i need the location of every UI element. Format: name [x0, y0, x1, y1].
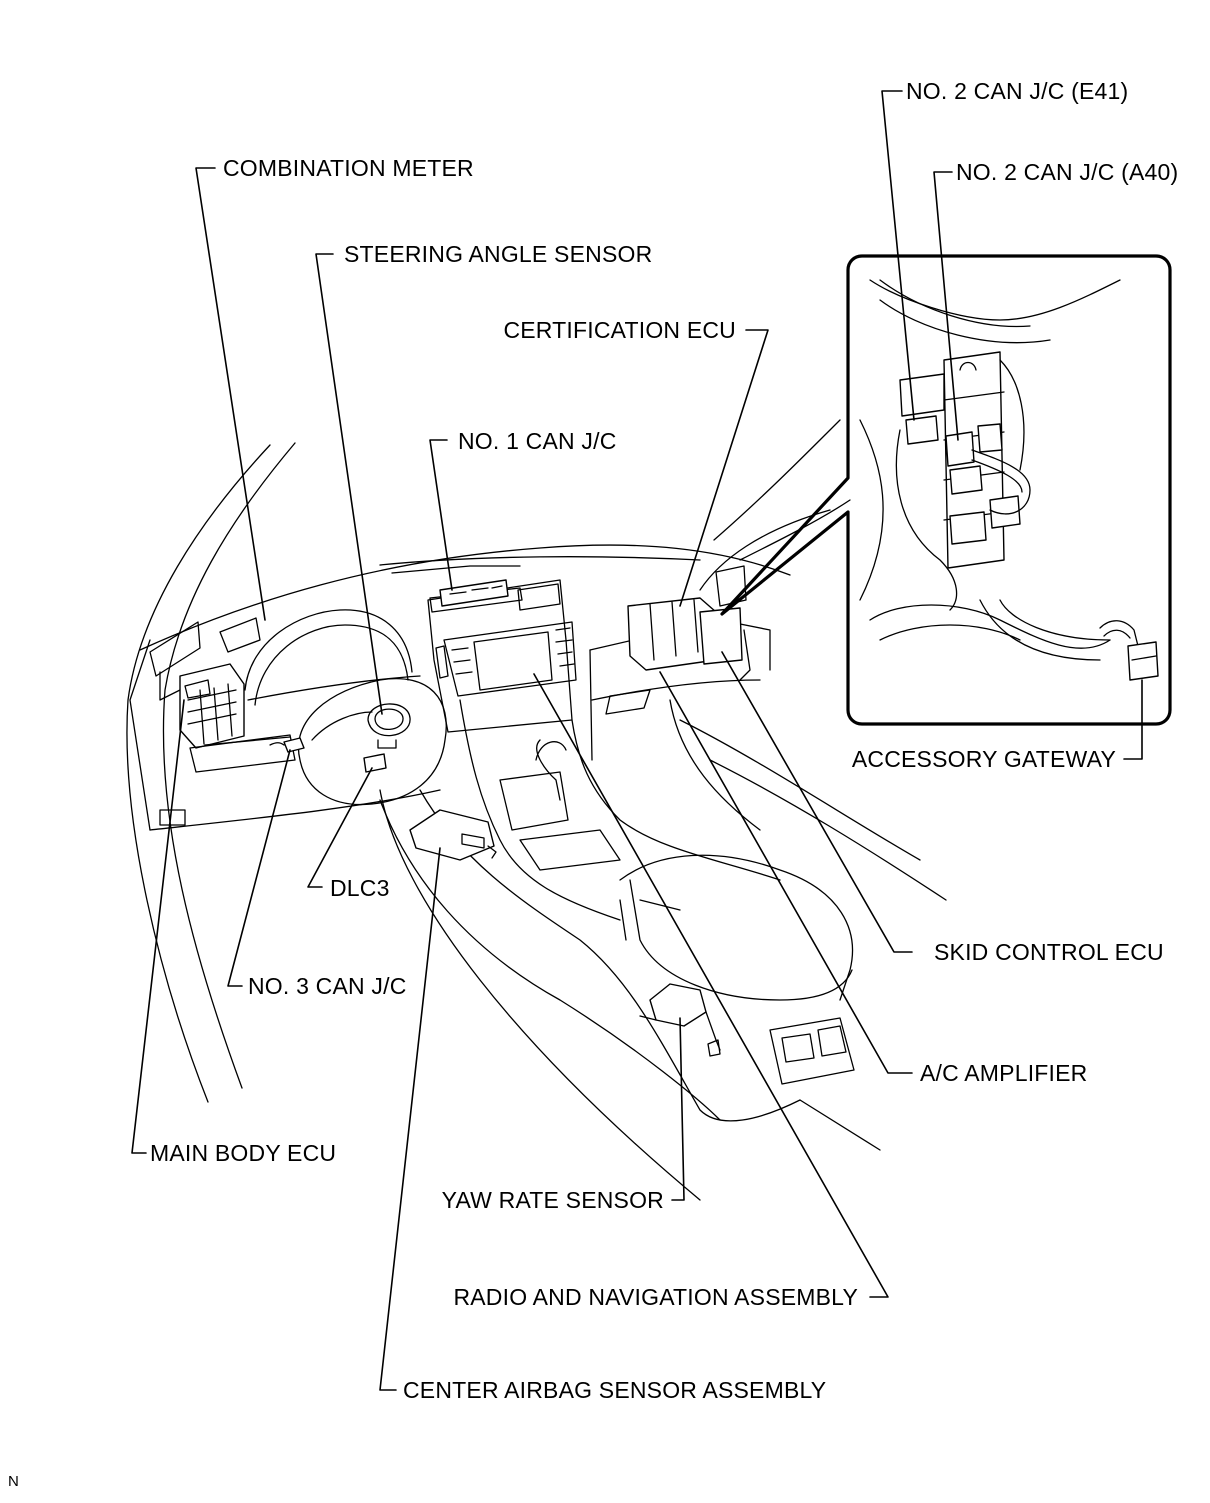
label-skid-control-ecu: SKID CONTROL ECU	[934, 939, 1164, 965]
label-radio-and-navigation-assembly: RADIO AND NAVIGATION ASSEMBLY	[453, 1284, 858, 1310]
label-no3-can-jc: NO. 3 CAN J/C	[248, 973, 407, 999]
label-combination-meter: COMBINATION METER	[223, 155, 474, 181]
corner-mark: N	[8, 1473, 20, 1490]
label-ac-amplifier: A/C AMPLIFIER	[920, 1060, 1088, 1086]
label-steering-angle-sensor: STEERING ANGLE SENSOR	[344, 241, 653, 267]
label-no2-can-jc-a40: NO. 2 CAN J/C (A40)	[956, 159, 1179, 185]
label-center-airbag-sensor-assembly: CENTER AIRBAG SENSOR ASSEMBLY	[403, 1377, 827, 1403]
label-main-body-ecu: MAIN BODY ECU	[150, 1140, 337, 1166]
label-no1-can-jc: NO. 1 CAN J/C	[458, 428, 617, 454]
label-dlc3: DLC3	[330, 875, 390, 901]
label-no2-can-jc-e41: NO. 2 CAN J/C (E41)	[906, 78, 1129, 104]
leader-lines	[131, 90, 1143, 1391]
dashboard-illustration	[126, 254, 1172, 1201]
label-yaw-rate-sensor: YAW RATE SENSOR	[441, 1187, 664, 1213]
label-certification-ecu: CERTIFICATION ECU	[503, 317, 736, 343]
label-accessory-gateway: ACCESSORY GATEWAY	[851, 746, 1116, 772]
